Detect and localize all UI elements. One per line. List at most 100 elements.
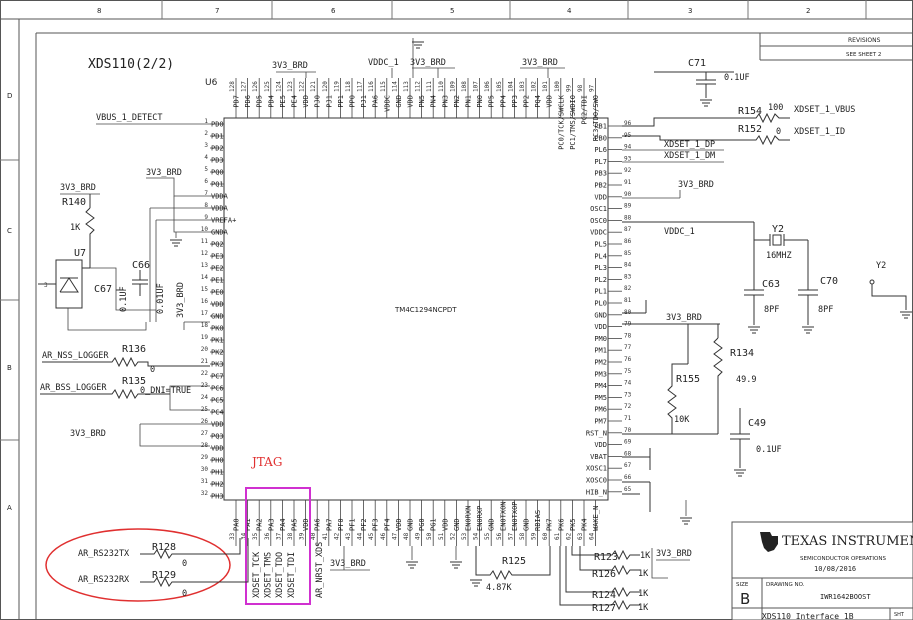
pin-number: 73 bbox=[624, 391, 632, 398]
c66-ref: C66 bbox=[132, 260, 150, 271]
col-number-7: 7 bbox=[215, 7, 219, 15]
pin-name: GND bbox=[488, 518, 496, 531]
jtag-label: JTAG bbox=[250, 455, 282, 469]
pin-number: 24 bbox=[201, 394, 209, 401]
pin-number: 128 bbox=[229, 81, 236, 92]
pin-number: 8 bbox=[204, 202, 208, 209]
pin-name: PD6 bbox=[244, 95, 252, 108]
pin-name: PP5 bbox=[488, 95, 496, 108]
document-title: XDS110 Interface 1B bbox=[762, 612, 854, 620]
bss-logger-net: AR_BSS_LOGGER bbox=[40, 383, 107, 393]
c49-ref: C49 bbox=[748, 418, 766, 429]
pin-name: VREFA+ bbox=[211, 217, 236, 225]
pin-number: 56 bbox=[496, 532, 503, 540]
jtag-net-label: XDSET_TMS bbox=[264, 552, 274, 598]
pin-number: 51 bbox=[438, 532, 445, 540]
pin-number: 23 bbox=[201, 382, 209, 389]
row-letter-d: D bbox=[7, 92, 12, 100]
c67-value: 0.1UF bbox=[119, 286, 129, 312]
pin-name: PL7 bbox=[594, 158, 607, 166]
pin-name: RST_N bbox=[586, 429, 607, 437]
r124-value: 1K bbox=[638, 589, 649, 599]
pin-name: PM2 bbox=[594, 359, 607, 367]
pin-name: PA5 bbox=[291, 518, 299, 531]
u7-ref: U7 bbox=[74, 248, 86, 259]
pin-number: 59 bbox=[531, 532, 538, 540]
pin-name: PK6 bbox=[557, 518, 565, 531]
pin-name: PH1 bbox=[211, 469, 224, 477]
rs232rx-net: AR_RS232RX bbox=[78, 575, 130, 585]
pin-name: PM4 bbox=[594, 382, 607, 390]
pin-number: 43 bbox=[345, 532, 352, 540]
pin-number: 15 bbox=[201, 286, 209, 293]
right-components: C71 0.1UF R154 100 XDSET_1_VBUS R152 0 X… bbox=[622, 58, 913, 512]
pin-number: 102 bbox=[531, 81, 538, 92]
pin-name: WAKE_N bbox=[592, 506, 600, 531]
pin-number: 6 bbox=[204, 178, 208, 185]
r126-ref: R126 bbox=[592, 569, 616, 580]
pin-name: PA6 bbox=[314, 518, 322, 531]
pin-number: 20 bbox=[201, 346, 209, 353]
pin-name: VDDC bbox=[590, 229, 607, 237]
row-letter-a: A bbox=[7, 504, 12, 512]
r123-value: 1K bbox=[640, 551, 651, 561]
pin-number: 31 bbox=[201, 478, 209, 485]
pin-number: 18 bbox=[201, 322, 209, 329]
net-3v3-r123: 3V3_BRD bbox=[656, 549, 692, 559]
pin-name: PM0 bbox=[594, 335, 607, 343]
pin-number: 9 bbox=[204, 214, 208, 221]
y2-ref: Y2 bbox=[772, 224, 784, 235]
pin-number: 93 bbox=[624, 155, 632, 162]
pin-number: 38 bbox=[287, 532, 294, 540]
c49-value: 0.1UF bbox=[756, 445, 782, 455]
pin-number: 1 bbox=[204, 118, 208, 125]
pin-name: PP2 bbox=[523, 95, 531, 108]
pin-number: 48 bbox=[403, 532, 410, 540]
pin-name: VBAT bbox=[590, 453, 608, 461]
title-block: TEXAS INSTRUMENTS SEMICONDUCTOR OPERATIO… bbox=[731, 521, 913, 620]
pin-number: 40 bbox=[310, 532, 317, 540]
rs232tx-net: AR_RS232TX bbox=[78, 549, 130, 559]
xdset-vbus-net: XDSET_1_VBUS bbox=[794, 105, 855, 115]
pin-name: PE2 bbox=[211, 265, 224, 273]
pin-name: PQ0 bbox=[211, 169, 224, 177]
pin-name: PC6 bbox=[211, 385, 224, 393]
pin-name: PD5 bbox=[256, 95, 264, 108]
pin-number: 71 bbox=[624, 415, 632, 422]
pin-name: PK1 bbox=[211, 337, 224, 345]
pin-number: 52 bbox=[449, 532, 456, 540]
pin-name: PQ3 bbox=[211, 433, 224, 441]
pin-number: 62 bbox=[565, 532, 572, 540]
pin-name: PE4 bbox=[291, 95, 299, 108]
pin-name: PD4 bbox=[267, 95, 275, 108]
col-number-8: 8 bbox=[97, 7, 101, 15]
vbus-detect-net: VBUS_1_DETECT bbox=[96, 113, 163, 123]
c66-value: 0.01UF bbox=[156, 283, 166, 314]
pin-number: 35 bbox=[252, 532, 259, 540]
pin-name: VDD bbox=[395, 518, 403, 531]
pin-name: PL2 bbox=[594, 276, 607, 284]
pin-name: PA7 bbox=[325, 518, 333, 531]
pin-name: XOSC1 bbox=[586, 465, 607, 473]
pin-name: PB1 bbox=[594, 123, 607, 131]
net-3v3-bottom: 3V3_BRD bbox=[330, 559, 366, 569]
revisions-title: REVISIONS bbox=[848, 37, 881, 44]
pin-number: 84 bbox=[624, 262, 632, 269]
r129-value: 0 bbox=[182, 589, 187, 599]
pin-name: OSC0 bbox=[590, 217, 607, 225]
pin-name: PH3 bbox=[211, 493, 224, 501]
pin-name: PE3 bbox=[211, 253, 224, 261]
r140-ref: R140 bbox=[62, 197, 86, 208]
pin-number: 89 bbox=[624, 203, 632, 210]
pin-number: 44 bbox=[357, 532, 364, 540]
pin-number: 116 bbox=[368, 81, 375, 92]
pin-number: 12 bbox=[201, 250, 209, 257]
r152-value: 0 bbox=[776, 127, 781, 137]
pin-name: PD1 bbox=[211, 133, 224, 141]
pin-name: OSC1 bbox=[590, 205, 607, 213]
pin-name: GND bbox=[523, 518, 531, 531]
ti-logo-icon bbox=[760, 532, 778, 552]
pin-number: 34 bbox=[241, 532, 248, 540]
